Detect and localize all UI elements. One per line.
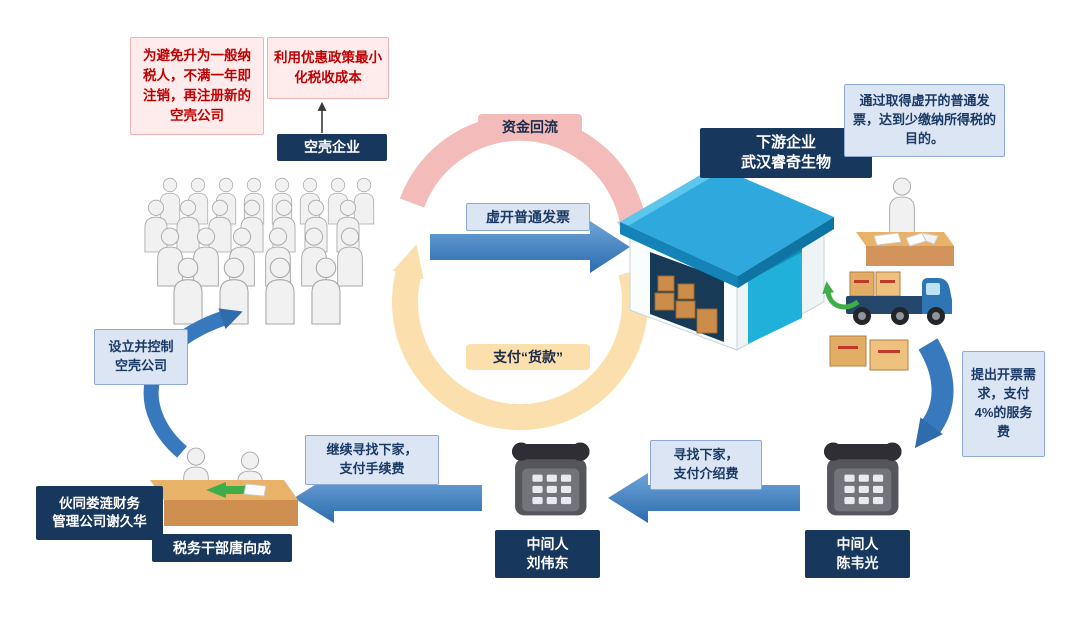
parcel-boxes-icon bbox=[829, 335, 909, 371]
label-capital-backflow: 资金回流 bbox=[478, 114, 582, 140]
invoice-arrow bbox=[430, 221, 630, 273]
payment-arc bbox=[392, 244, 648, 431]
phone-icon-chen bbox=[824, 442, 902, 516]
label-middleman-chen: 中间人 陈韦光 bbox=[805, 530, 910, 578]
label-shell-company: 空壳企业 bbox=[277, 134, 387, 161]
note-service-fee: 提出开票需求，支付4%的服务费 bbox=[962, 351, 1045, 457]
label-downstream-company: 下游企业 武汉睿奇生物 bbox=[700, 128, 872, 178]
handling-fee-arrow bbox=[294, 473, 482, 523]
note-downstream-purpose: 通过取得虚开的普通发票，达到少缴纳所得税的目的。 bbox=[844, 84, 1005, 157]
note-handling-fee: 继续寻找下家， 支付手续费 bbox=[305, 435, 439, 485]
warehouse-icon bbox=[620, 166, 834, 351]
note-setup-shell: 设立并控制 空壳公司 bbox=[94, 329, 188, 385]
phone-icon-liu bbox=[512, 442, 590, 516]
unload-green-arrow bbox=[822, 281, 860, 310]
clerk-desk-icon bbox=[856, 177, 954, 266]
truck-icon bbox=[846, 271, 952, 325]
note-shell-strategy: 为避免升为一般纳税人，不满一年即注销，再注册新的空壳公司 bbox=[130, 37, 264, 135]
label-payment: 支付“货款” bbox=[466, 344, 590, 370]
note-intro-fee: 寻找下家， 支付介绍费 bbox=[650, 440, 762, 490]
label-middleman-liu: 中间人 刘伟东 bbox=[495, 530, 600, 578]
label-accomplice: 伙同娄涟财务 管理公司谢久华 bbox=[36, 486, 163, 540]
label-tax-officer: 税务干部唐向成 bbox=[152, 534, 292, 562]
officers-desk-icon bbox=[150, 447, 298, 526]
label-fake-invoice: 虚开普通发票 bbox=[466, 203, 590, 231]
service-fee-arrow bbox=[914, 338, 954, 449]
note-policy: 利用优惠政策最小化税收成本 bbox=[267, 37, 389, 99]
crowd-icon bbox=[144, 177, 375, 325]
